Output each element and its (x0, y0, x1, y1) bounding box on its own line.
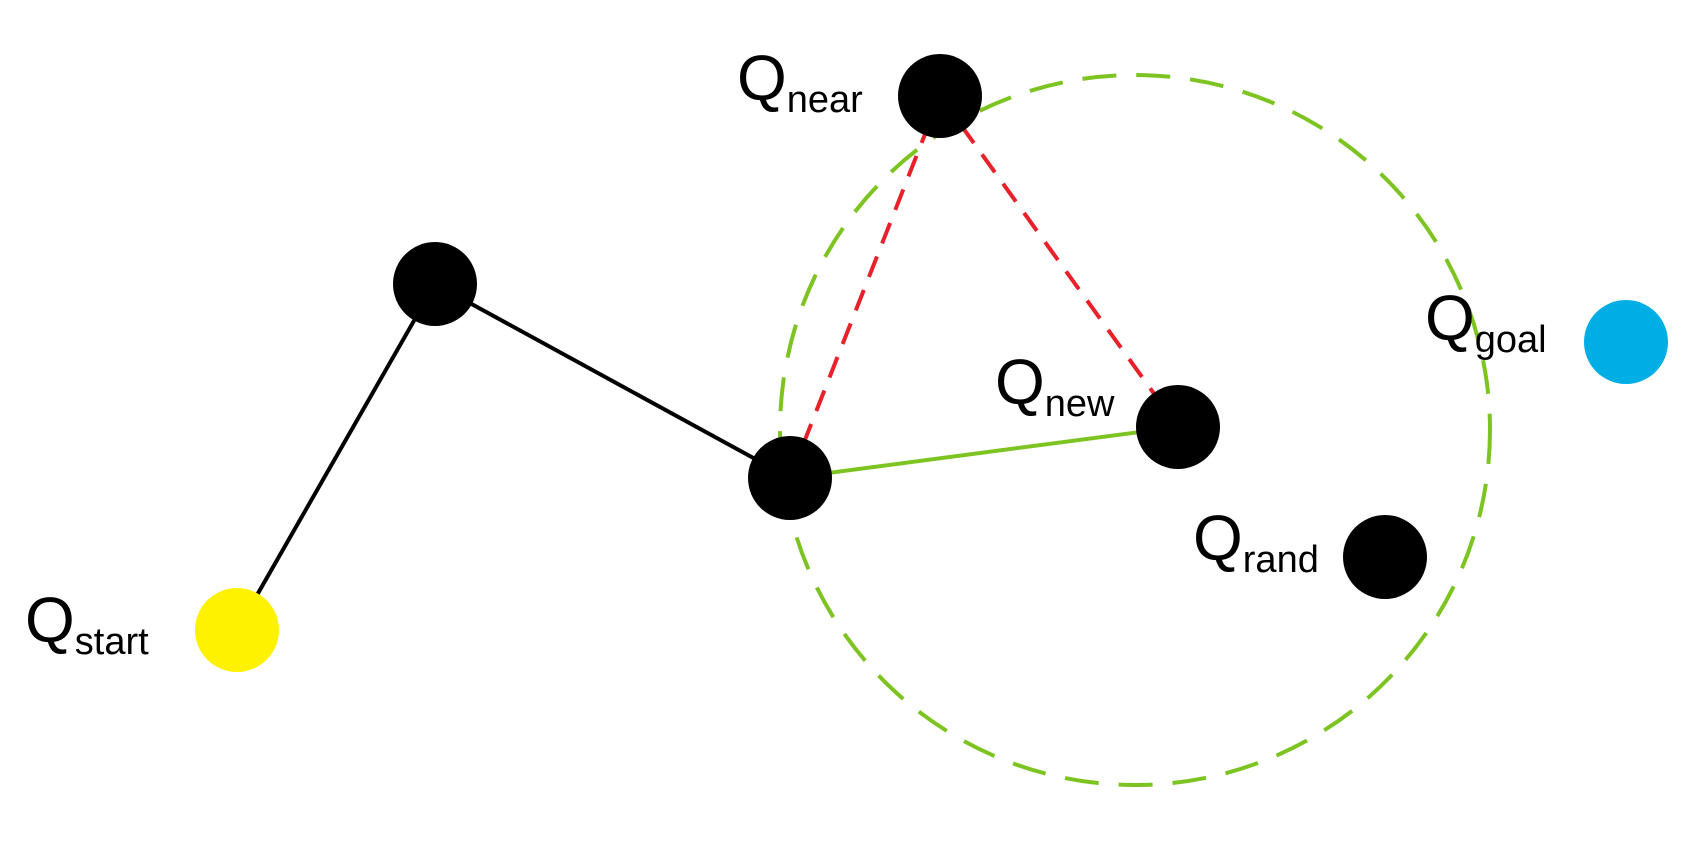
node-tree-1 (393, 242, 477, 326)
label-goal: Qgoal (1425, 282, 1547, 361)
node-goal (1584, 300, 1668, 384)
label-new: Qnew (995, 346, 1115, 425)
node-near (898, 54, 982, 138)
label-near: Qnear (737, 42, 863, 121)
label-rand: Qrand (1193, 502, 1319, 581)
edge-node1-to-node2 (434, 282, 791, 480)
node-new (1136, 385, 1220, 469)
search-radius-circle (778, 73, 1492, 787)
node-start (195, 588, 279, 672)
node-rand (1343, 515, 1427, 599)
edge-start-to-node1 (235, 283, 437, 631)
candidate-edge-node2-to-near (788, 95, 942, 479)
chosen-edge-node2-to-new (789, 425, 1179, 480)
label-start: Qstart (25, 584, 149, 663)
candidate-edge-near-to-new (938, 94, 1180, 429)
node-tree-2 (748, 436, 832, 520)
